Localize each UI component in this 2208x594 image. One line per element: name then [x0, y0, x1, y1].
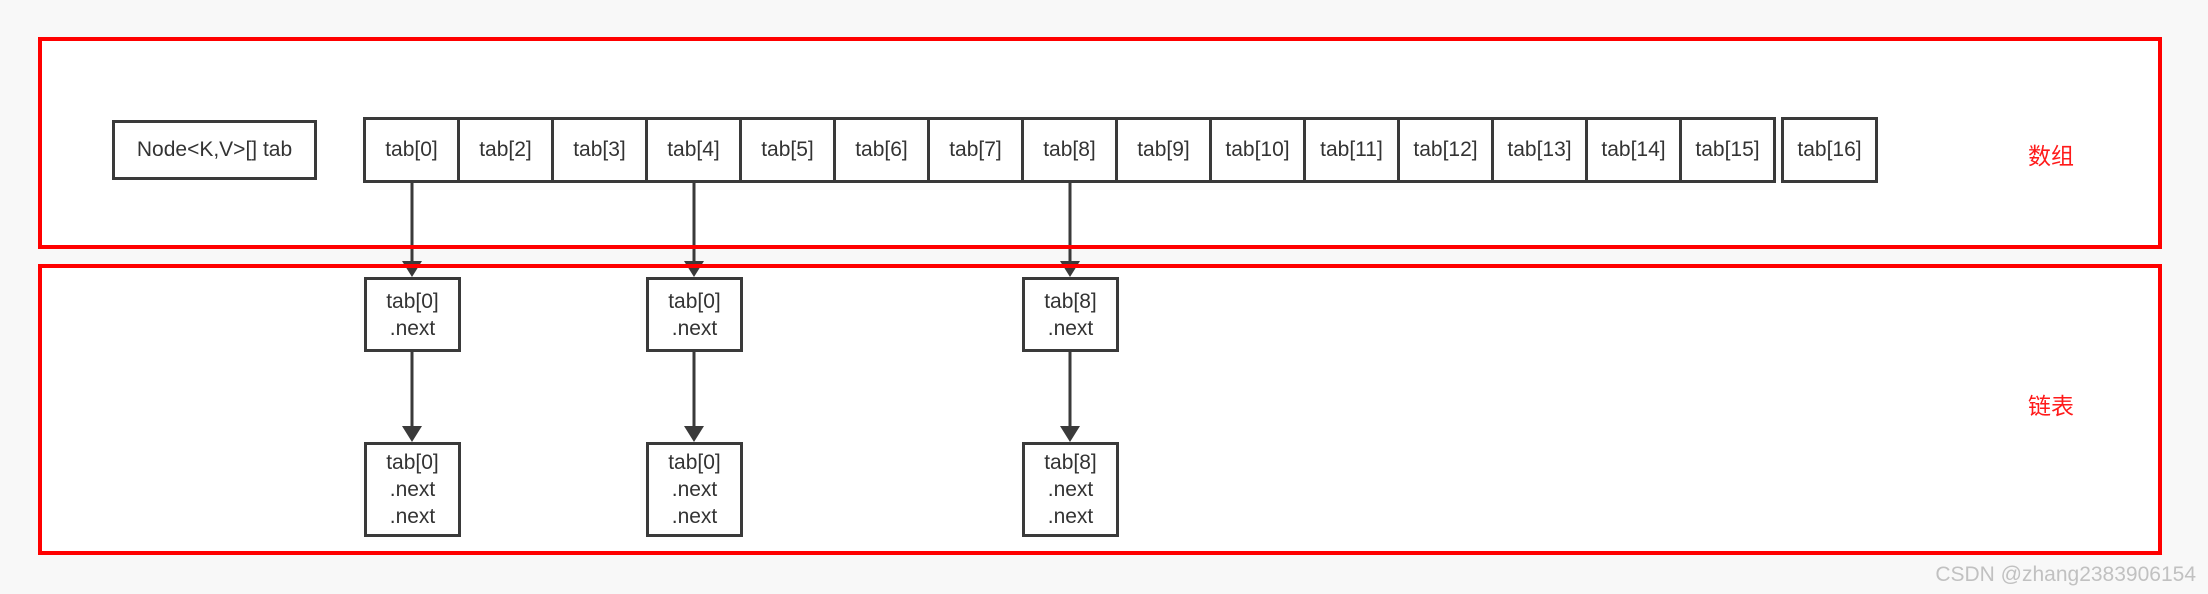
chain-node-line: tab[8] [1044, 289, 1097, 313]
chain-node: tab[0] .next .next [646, 442, 743, 537]
chain-node-line: tab[8] [1044, 451, 1097, 474]
chain-node-line: .next [671, 478, 718, 501]
arrow-shaft [410, 183, 414, 264]
chain-node: tab[0] .next [646, 277, 743, 352]
chain-node-line: .next [389, 478, 436, 501]
arrow-head-icon [684, 426, 704, 442]
arrow-head-icon [402, 426, 422, 442]
array-cell: tab[12] [1397, 117, 1494, 183]
down-arrow [683, 183, 705, 277]
array-cell: tab[9] [1115, 117, 1212, 183]
array-cell: tab[11] [1303, 117, 1400, 183]
arrow-head-icon [1060, 261, 1080, 277]
array-declaration-box: Node<K,V>[] tab [112, 120, 317, 180]
array-cell: tab[16] [1781, 117, 1878, 183]
chain-node: tab[8] .next .next [1022, 442, 1119, 537]
down-arrow [401, 183, 423, 277]
down-arrow [1059, 352, 1081, 442]
chain-node: tab[8] .next [1022, 277, 1119, 352]
chain-node-line: tab[0] [668, 289, 721, 313]
chain-node-line: tab[0] [668, 451, 721, 474]
array-cell: tab[13] [1491, 117, 1588, 183]
chain-node-line: .next [671, 505, 718, 528]
linked-list-region-label: 链表 [2028, 393, 2074, 419]
chain-node: tab[0] .next .next [364, 442, 461, 537]
down-arrow [401, 352, 423, 442]
arrow-shaft [1068, 183, 1072, 264]
down-arrow [683, 352, 705, 442]
arrow-head-icon [684, 261, 704, 277]
chain-node-line: .next [1047, 478, 1094, 501]
array-cell: tab[14] [1585, 117, 1682, 183]
down-arrow [1059, 183, 1081, 277]
array-region-label: 数组 [2028, 143, 2074, 169]
watermark-text: CSDN @zhang2383906154 [1935, 563, 2196, 586]
array-cell: tab[3] [551, 117, 648, 183]
chain-node-line: .next [389, 505, 436, 528]
arrow-shaft [1068, 352, 1072, 429]
array-cell: tab[6] [833, 117, 930, 183]
arrow-head-icon [402, 261, 422, 277]
arrow-shaft [692, 183, 696, 264]
array-cell: tab[7] [927, 117, 1024, 183]
array-cell: tab[15] [1679, 117, 1776, 183]
chain-node-line: .next [1047, 316, 1094, 340]
array-cell: tab[4] [645, 117, 742, 183]
arrow-shaft [692, 352, 696, 429]
array-cell: tab[10] [1209, 117, 1306, 183]
array-cell: tab[8] [1021, 117, 1118, 183]
array-cell: tab[0] [363, 117, 460, 183]
arrow-shaft [410, 352, 414, 429]
chain-node-line: tab[0] [386, 451, 439, 474]
chain-node-line: .next [389, 316, 436, 340]
arrow-head-icon [1060, 426, 1080, 442]
array-cell: tab[5] [739, 117, 836, 183]
chain-node: tab[0] .next [364, 277, 461, 352]
chain-node-line: tab[0] [386, 289, 439, 313]
chain-node-line: .next [671, 316, 718, 340]
chain-node-line: .next [1047, 505, 1094, 528]
array-row: tab[0]tab[2]tab[3]tab[4]tab[5]tab[6]tab[… [363, 117, 1878, 183]
array-cell: tab[2] [457, 117, 554, 183]
